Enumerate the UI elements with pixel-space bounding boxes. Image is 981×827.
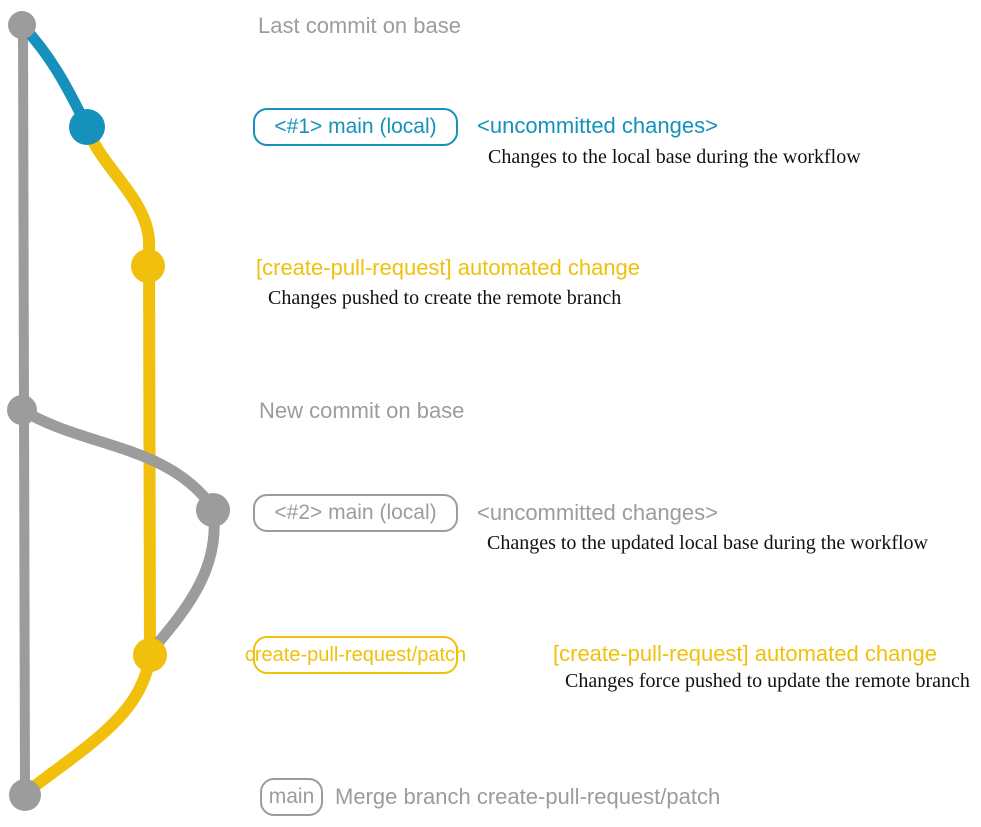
edge-main1-to-patch [82,124,156,661]
branch-tag-create-pull-request-patch-label: create-pull-request/patch [244,643,467,666]
commit-graph [7,11,230,811]
branch-tag-main-local-1-label: <#1> main (local) [274,115,437,138]
branch-tag-main-local-2: <#2> main (local) [253,494,458,532]
description-local-base-changes: Changes to the local base during the wor… [488,146,861,168]
commit-message-automated-change-1: [create-pull-request] automated change [256,255,641,280]
branch-tag-create-pull-request-patch: create-pull-request/patch [245,636,466,674]
branch-tag-main: main [260,778,323,816]
commit-merge [9,779,41,811]
branch-tag-main-label: main [268,785,315,808]
description-force-pushed-update-branch: Changes force pushed to update the remot… [565,670,970,692]
commit-last-on-base [8,11,36,39]
edge-base-to-main1 [16,19,93,133]
edge-patch-to-merge [21,649,156,798]
commit-main-1 [69,109,105,145]
commit-message-automated-change-2: [create-pull-request] automated change [553,641,938,666]
edge-main2-to-patch2 [146,502,220,656]
commit-patch-1 [131,249,165,283]
description-pushed-create-branch: Changes pushed to create the remote bran… [268,287,622,309]
description-updated-local-base-changes: Changes to the updated local base during… [487,532,928,554]
branch-tag-main-local-1: <#1> main (local) [253,108,458,146]
annotation-uncommitted-changes-2: <uncommitted changes> [477,500,718,525]
edge-base-to-main2 [16,404,219,514]
annotation-uncommitted-changes-1: <uncommitted changes> [477,113,718,138]
commit-message-merge-branch: Merge branch create-pull-request/patch [335,784,721,809]
commit-main-2 [196,493,230,527]
branch-tag-main-local-2-label: <#2> main (local) [274,501,437,524]
annotation-last-commit-on-base: Last commit on base [258,13,461,38]
commit-new-on-base [7,395,37,425]
annotation-new-commit-on-base: New commit on base [259,398,465,423]
commit-patch-2 [133,638,167,672]
